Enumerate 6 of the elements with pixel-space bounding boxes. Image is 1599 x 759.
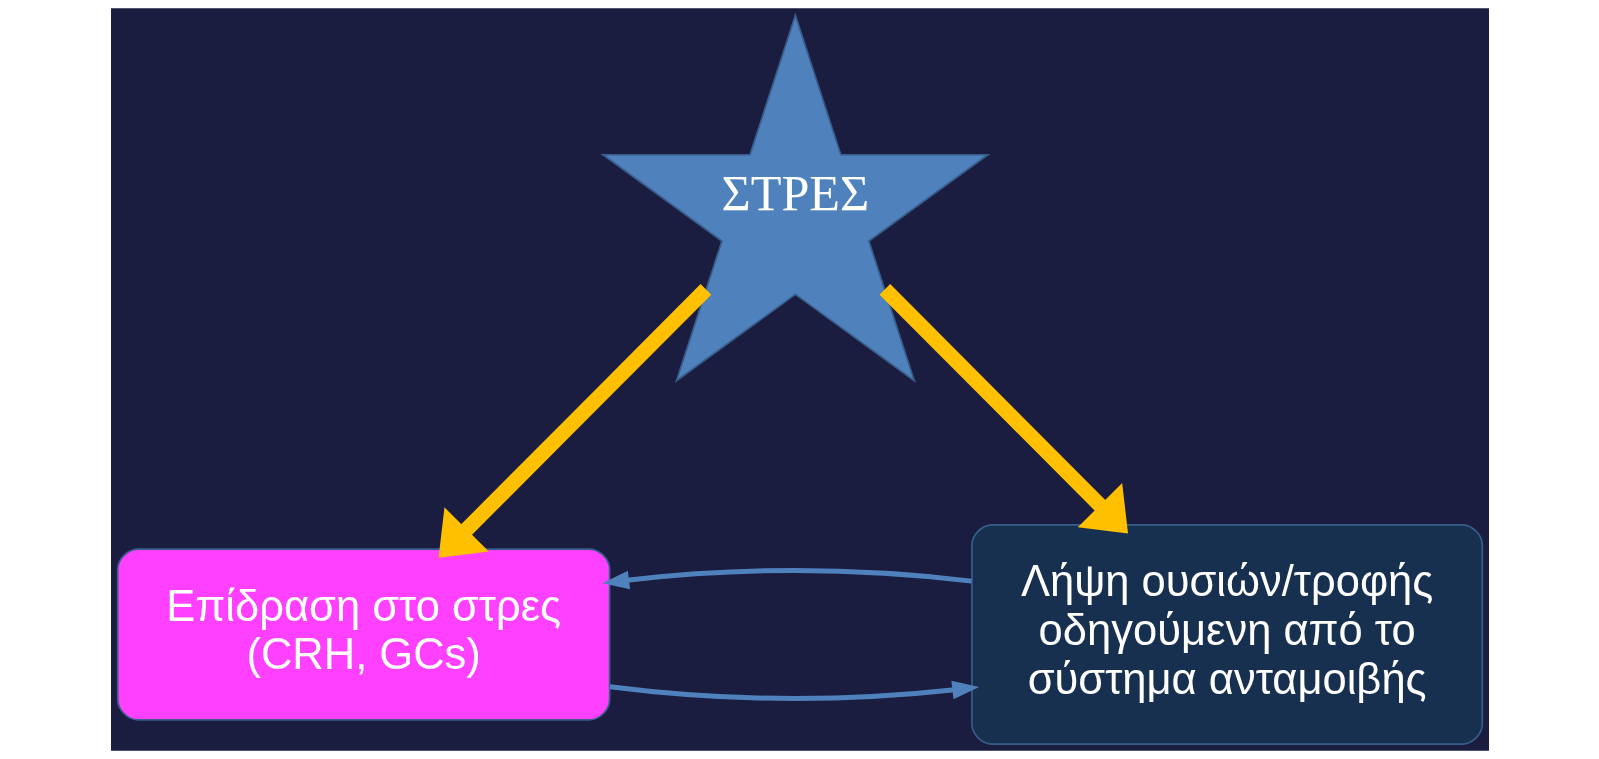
node-box: Επίδραση στο στρες (CRH, GCs) (116, 548, 610, 721)
arrow (601, 567, 972, 590)
node-box: Λήψη ουσιών/τροφής οδηγούμενη από το σύστημα ανταμοιβής (970, 524, 1483, 745)
arrow (879, 284, 1128, 534)
arrow (609, 680, 979, 701)
arrow (438, 284, 711, 558)
